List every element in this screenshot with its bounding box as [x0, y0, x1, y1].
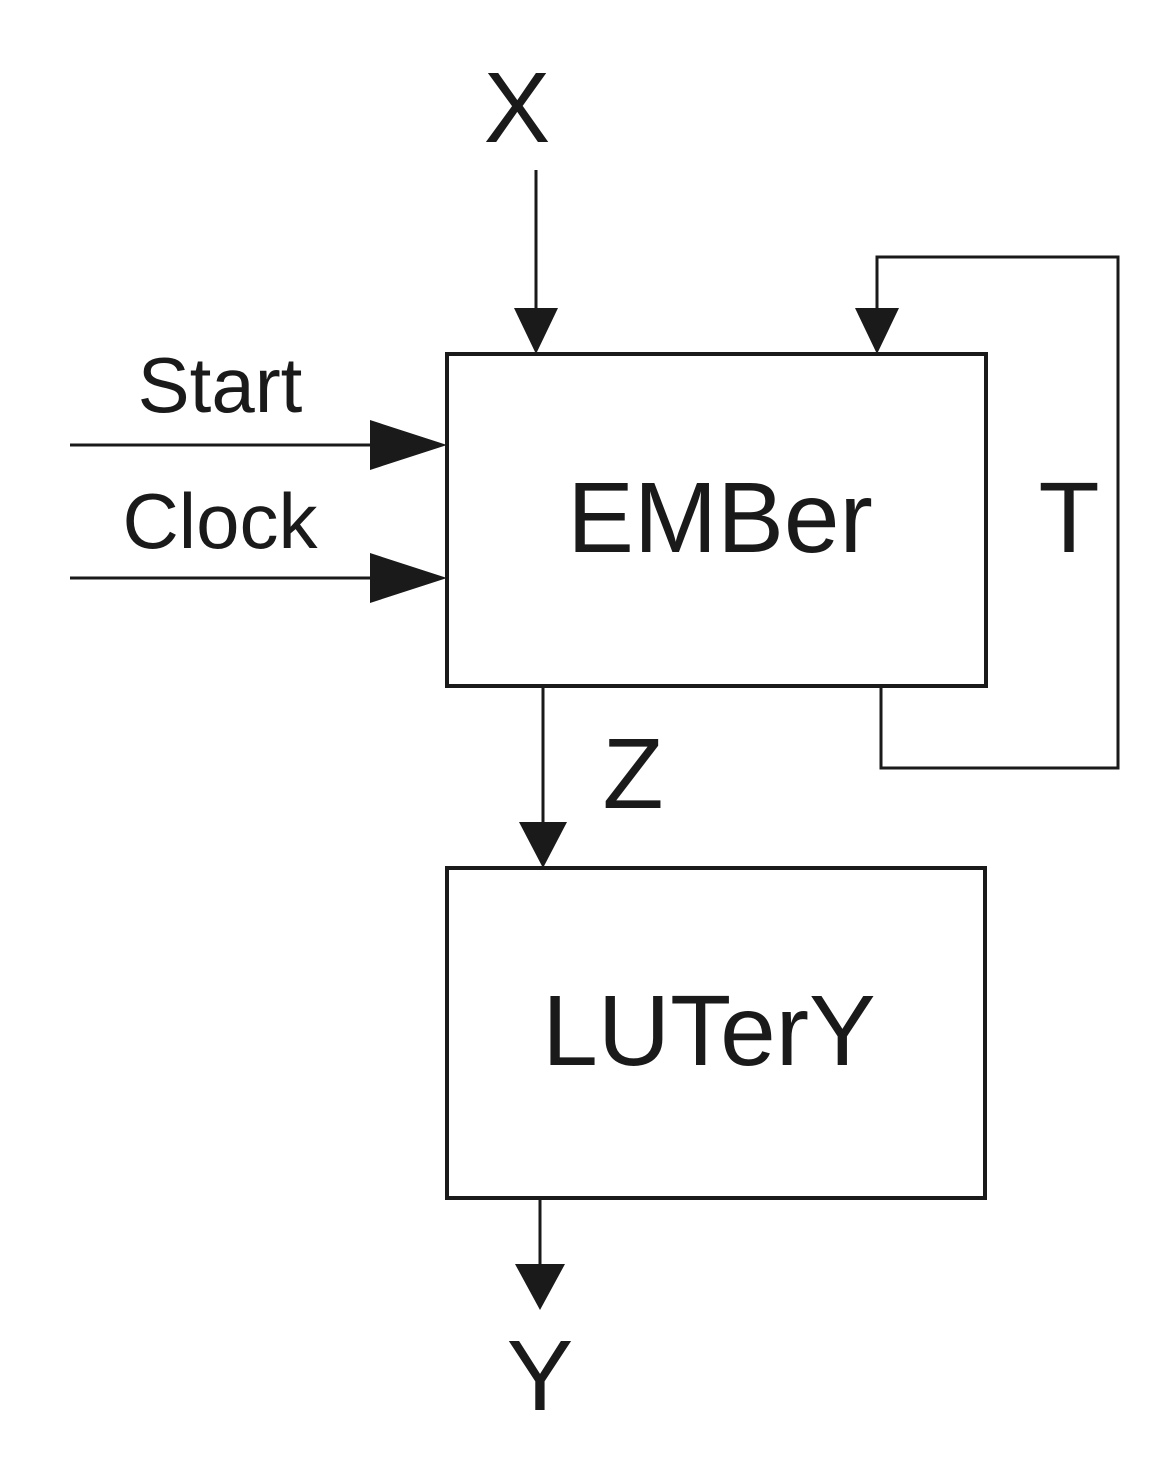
signal-x-label: X [484, 52, 551, 164]
ember-block-label: EMBer [567, 462, 873, 574]
lutery-block [445, 866, 987, 1200]
arrow-x-head [514, 308, 558, 354]
signal-t-label: T [1038, 462, 1099, 574]
arrow-z-head [519, 822, 567, 868]
lutery-block-label: LUTerY [542, 975, 875, 1087]
arrow-y-head [515, 1264, 565, 1310]
signal-start-label: Start [138, 341, 303, 429]
arrow-start-head [370, 420, 447, 470]
signal-z-label: Z [602, 718, 663, 830]
arrow-clock-head [370, 553, 447, 603]
signal-y-label: Y [507, 1320, 574, 1432]
arrow-t-head [855, 308, 899, 354]
wire-t-feedback [875, 255, 1120, 770]
signal-clock-label: Clock [122, 477, 318, 565]
ember-block [445, 352, 988, 688]
